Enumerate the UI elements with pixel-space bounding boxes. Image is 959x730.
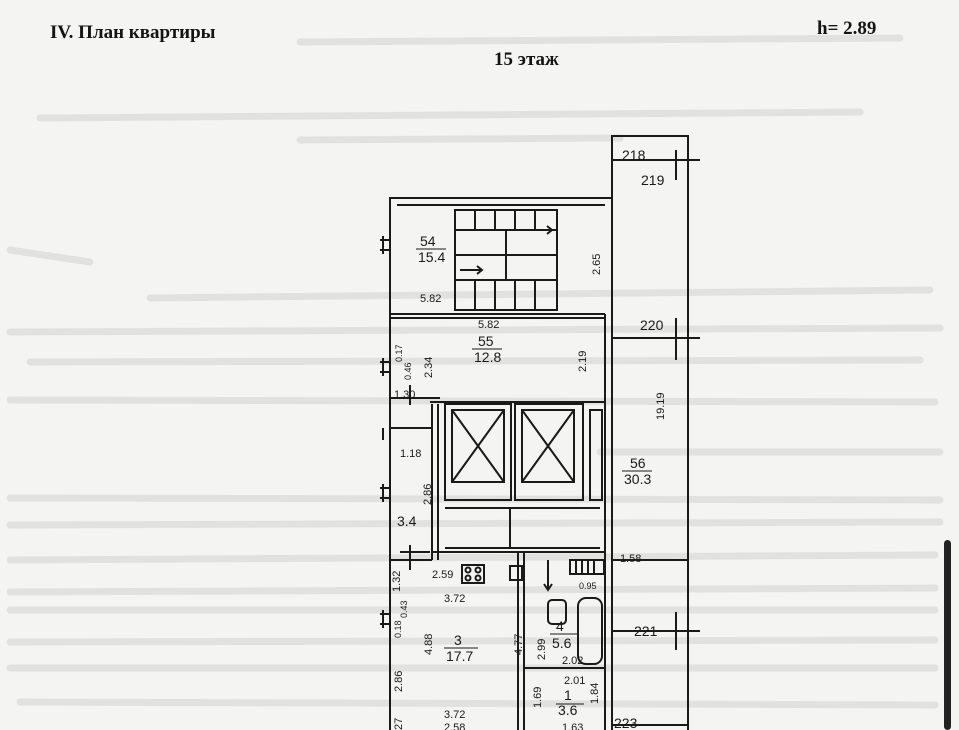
dim-219: 2.19	[577, 351, 589, 372]
room-54-number: 54	[420, 233, 436, 249]
dim-202: 2.02	[562, 655, 583, 667]
dim-27: 27	[393, 718, 405, 730]
axis-220: 220	[640, 317, 664, 333]
stove	[461, 564, 485, 584]
dim-201: 2.01	[564, 675, 585, 687]
plan-title: IV. План квартиры	[50, 22, 216, 43]
axis-221: 221	[634, 623, 658, 639]
dim-163: 1.63	[562, 722, 583, 730]
dim-488: 4.88	[423, 634, 435, 655]
dim-372-top: 3.72	[444, 593, 465, 605]
axis-219: 219	[641, 172, 665, 188]
axis-218: 218	[622, 147, 646, 163]
dim-582-corridor: 5.82	[478, 319, 499, 331]
dim-286: 2.86	[422, 484, 434, 505]
dim-582-top: 5.82	[420, 293, 441, 305]
dim-130: 1.30	[394, 389, 415, 401]
dim-299: 2.99	[536, 639, 548, 660]
room-4-area: 5.6	[552, 635, 572, 651]
dim-1919: 19.19	[655, 392, 667, 420]
room-3-area: 17.7	[446, 648, 473, 664]
elevator-shaft-1	[444, 403, 512, 501]
scrollbar[interactable]	[944, 540, 951, 730]
room-55-number: 55	[478, 333, 494, 349]
dim-169: 1.69	[532, 687, 544, 708]
dim-372-bottom: 3.72	[444, 709, 465, 721]
dim-234: 2.34	[423, 357, 435, 378]
dim-477: 4.77	[513, 634, 525, 655]
ceiling-height: h= 2.89	[817, 18, 877, 39]
floor-label: 15 этаж	[494, 49, 559, 70]
dim-118: 1.18	[400, 448, 421, 460]
dim-158: 1.58	[620, 553, 641, 565]
room-3-number: 3	[454, 632, 462, 648]
elevator-shaft-2	[514, 403, 584, 501]
room-4-number: 4	[556, 618, 564, 634]
room-55-area: 12.8	[474, 349, 501, 365]
axis-223: 223	[614, 715, 638, 730]
dim-095: 0.95	[579, 581, 597, 591]
dim-132: 1.32	[391, 571, 403, 592]
stairwell	[454, 209, 558, 311]
room-1-area: 3.6	[558, 702, 578, 718]
dim-017: 0.17	[394, 344, 404, 362]
room-storage-area: 3.4	[397, 513, 417, 529]
room-54-area: 15.4	[418, 249, 445, 265]
dim-018: 0.18	[393, 620, 403, 638]
dim-259: 2.59	[432, 569, 453, 581]
dim-258: 2.58	[444, 722, 465, 730]
dim-046: 0.46	[403, 362, 413, 380]
dim-043: 0.43	[399, 600, 409, 618]
dim-265: 2.65	[591, 254, 603, 275]
room-1-number: 1	[564, 687, 572, 703]
room-56-number: 56	[630, 455, 646, 471]
room-56-area: 30.3	[624, 471, 651, 487]
window-marks	[380, 236, 390, 628]
outer-wall	[389, 135, 689, 730]
bathtub	[577, 597, 603, 665]
dim-184: 1.84	[589, 683, 601, 704]
dim-286-lower: 2.86	[393, 671, 405, 692]
scrollbar-thumb[interactable]	[944, 540, 951, 730]
